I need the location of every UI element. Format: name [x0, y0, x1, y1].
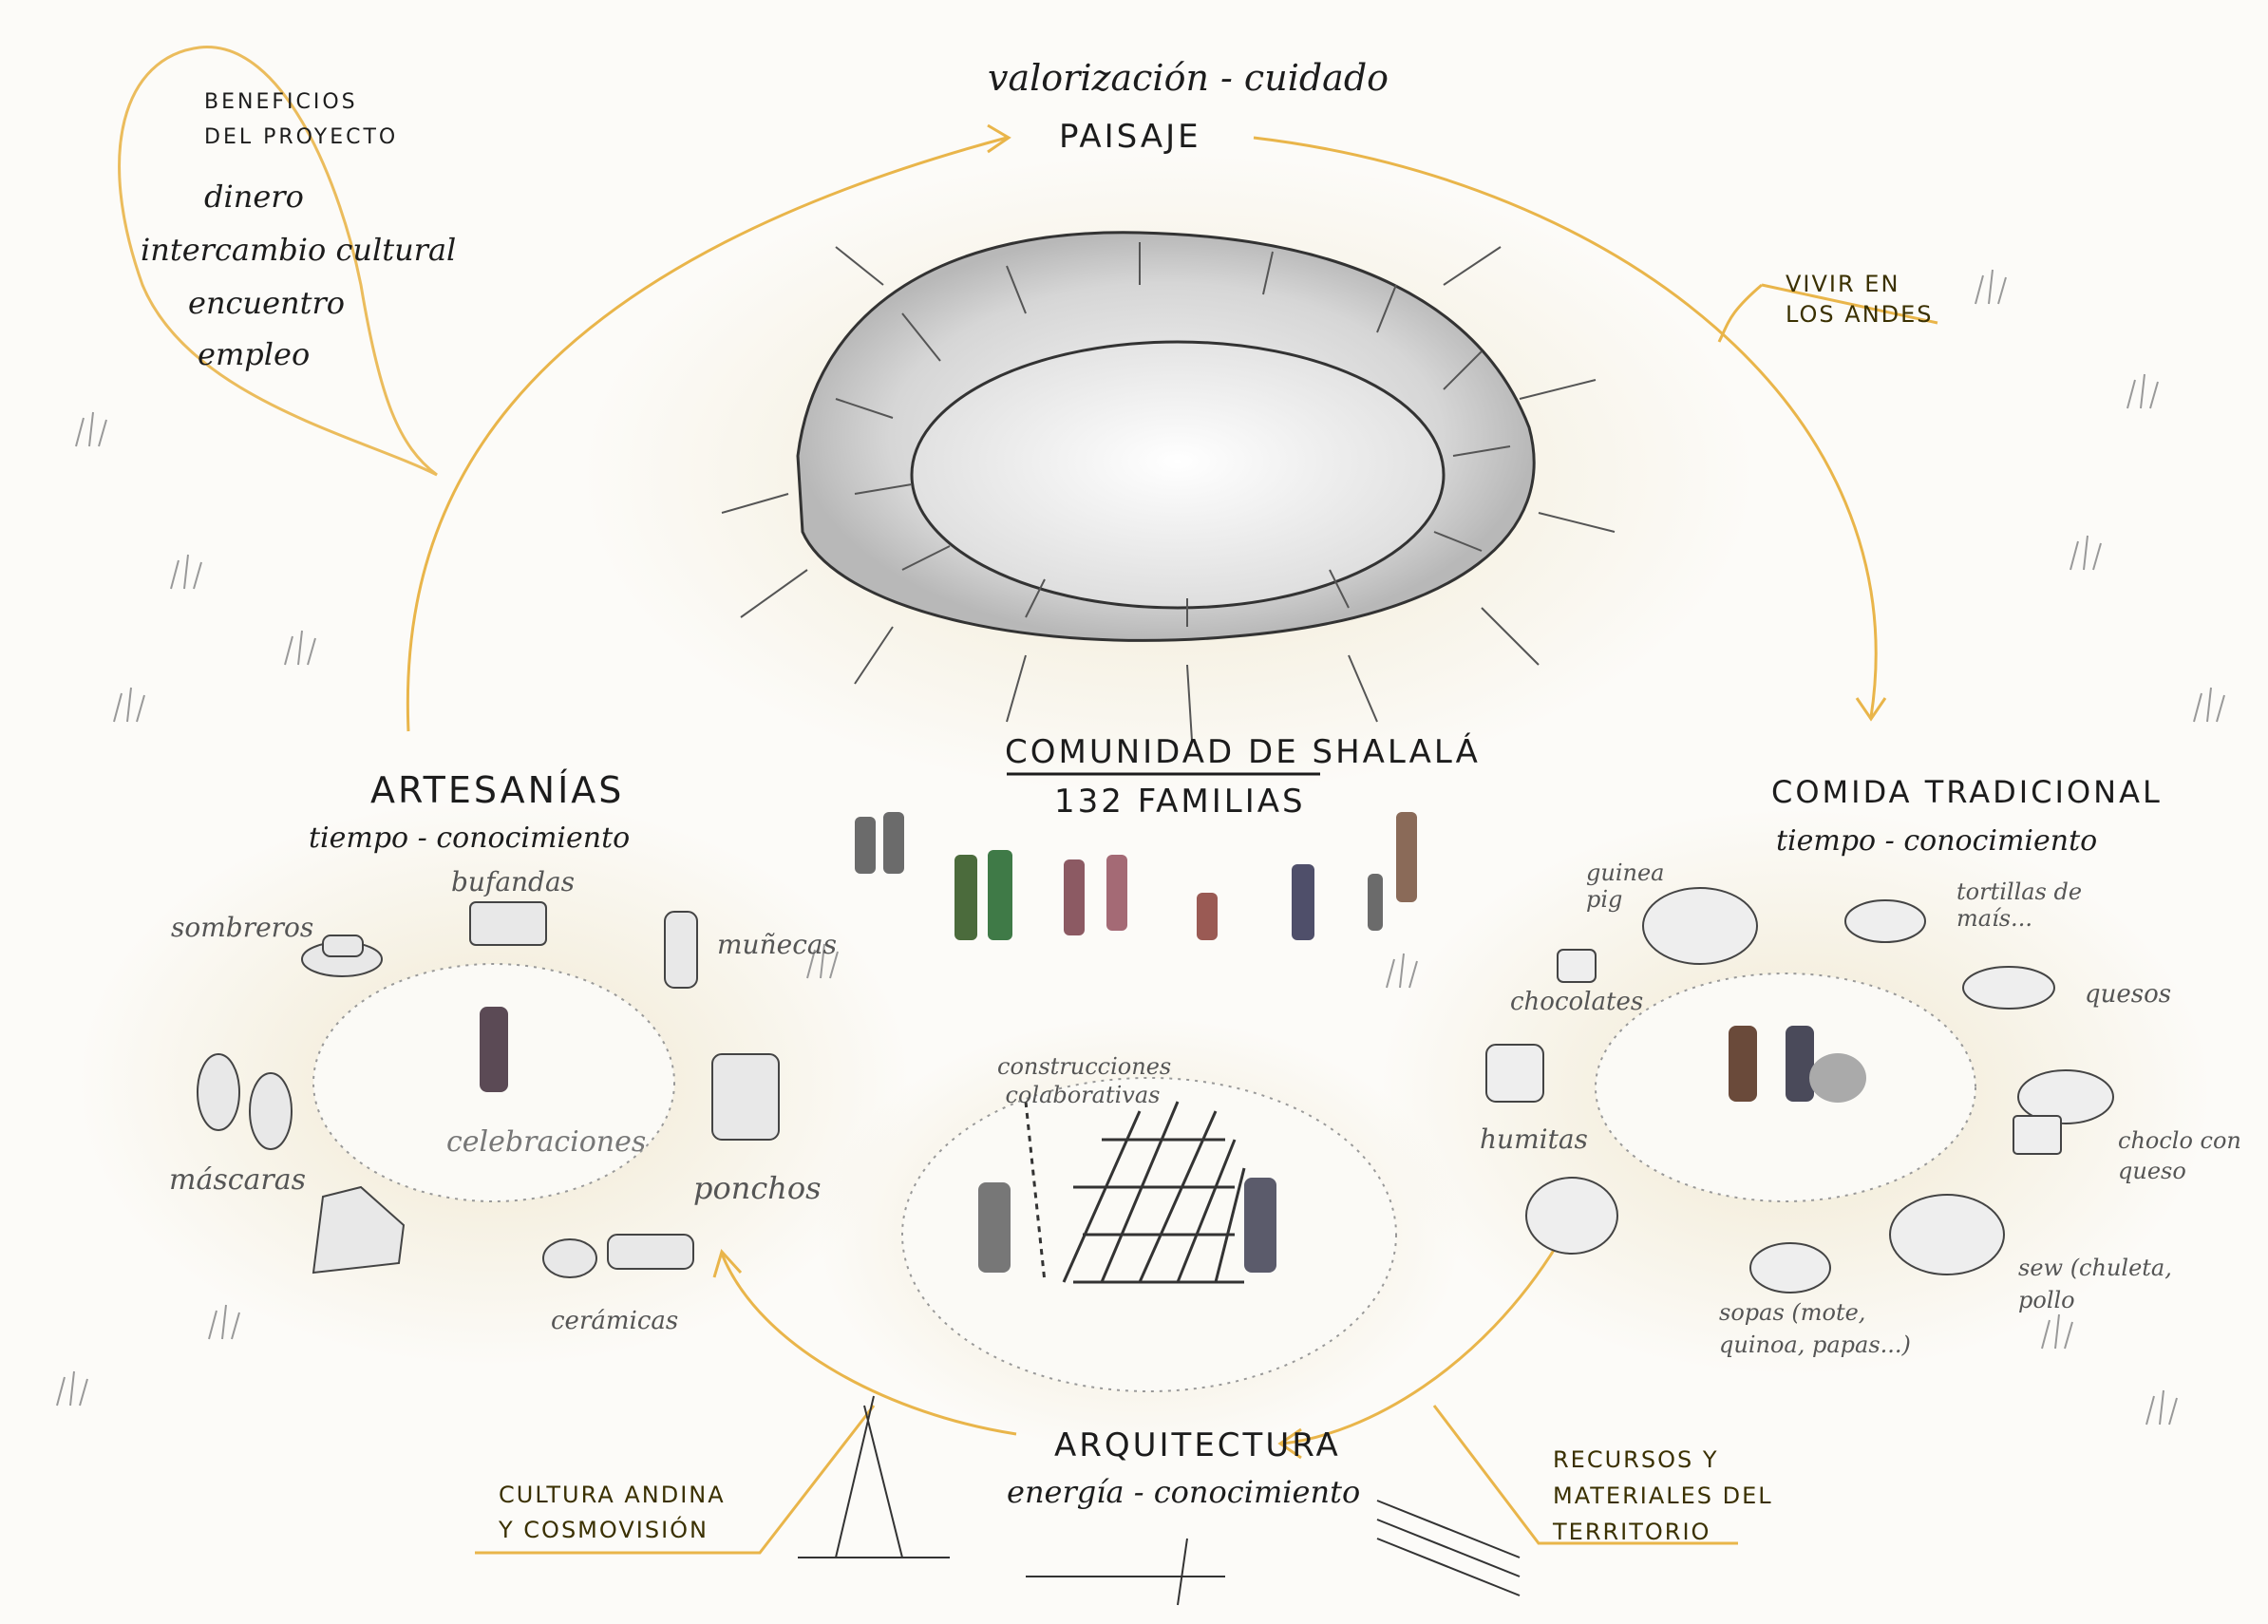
- label-mascaras: máscaras: [169, 1163, 306, 1197]
- label-sopas: sopas (mote, quinoa, papas...): [1719, 1296, 1937, 1361]
- label-tortillas: tortillas de maís...: [1956, 878, 2099, 932]
- artesanias-subtitle: tiempo - conocimiento: [309, 821, 630, 855]
- arquitectura-subtitle: energía - conocimiento: [1007, 1474, 1360, 1510]
- label-ceramicas: cerámicas: [551, 1307, 678, 1335]
- label-chocolates: chocolates: [1510, 988, 1643, 1016]
- cultura-label-2: Y COSMOVISIÓN: [499, 1512, 709, 1548]
- benefits-heading-2: DEL PROYECTO: [204, 125, 398, 149]
- label-choclo: choclo con queso: [2118, 1125, 2241, 1186]
- benefit-item-intercambio: intercambio cultural: [141, 232, 456, 268]
- cultura-label-1: CULTURA ANDINA: [499, 1477, 726, 1513]
- vivir-andes-label-2: LOS ANDES: [1786, 296, 1934, 332]
- label-guinea-pig: guinea pig: [1586, 859, 1700, 913]
- community-name: COMUNIDAD DE SHALALÁ: [1005, 733, 1481, 771]
- label-seco: sew (chuleta, pollo: [2018, 1252, 2189, 1316]
- benefit-item-encuentro: encuentro: [188, 285, 345, 321]
- community-people: [855, 812, 1417, 940]
- artesanias-title: ARTESANÍAS: [370, 769, 624, 811]
- valorizacion-label: valorización - cuidado: [988, 57, 1389, 99]
- community-families: 132 FAMILIAS: [1054, 783, 1306, 821]
- label-munecas: muñecas: [717, 929, 837, 960]
- label-sombreros: sombreros: [171, 912, 313, 943]
- arquitectura-title: ARQUITECTURA: [1054, 1426, 1341, 1464]
- label-ponchos: ponchos: [693, 1170, 822, 1206]
- label-quesos: quesos: [2085, 980, 2171, 1009]
- recursos-label-2: MATERIALES DEL: [1553, 1478, 1773, 1514]
- comida-subtitle: tiempo - conocimiento: [1776, 824, 2097, 858]
- recursos-label-3: TERRITORIO: [1553, 1514, 1710, 1550]
- comida-title: COMIDA TRADICIONAL: [1771, 774, 2163, 810]
- label-celebraciones: celebraciones: [446, 1125, 646, 1159]
- label-bufandas: bufandas: [451, 866, 575, 897]
- benefit-item-empleo: empleo: [198, 336, 310, 372]
- recursos-label-1: RECURSOS Y: [1553, 1442, 1719, 1478]
- benefits-heading-1: BENEFICIOS: [204, 90, 358, 114]
- paisaje-label: PAISAJE: [1059, 118, 1201, 156]
- label-construcciones: construcciones colaborativas: [997, 1052, 1168, 1109]
- label-humitas: humitas: [1480, 1124, 1588, 1155]
- benefit-item-dinero: dinero: [204, 179, 304, 215]
